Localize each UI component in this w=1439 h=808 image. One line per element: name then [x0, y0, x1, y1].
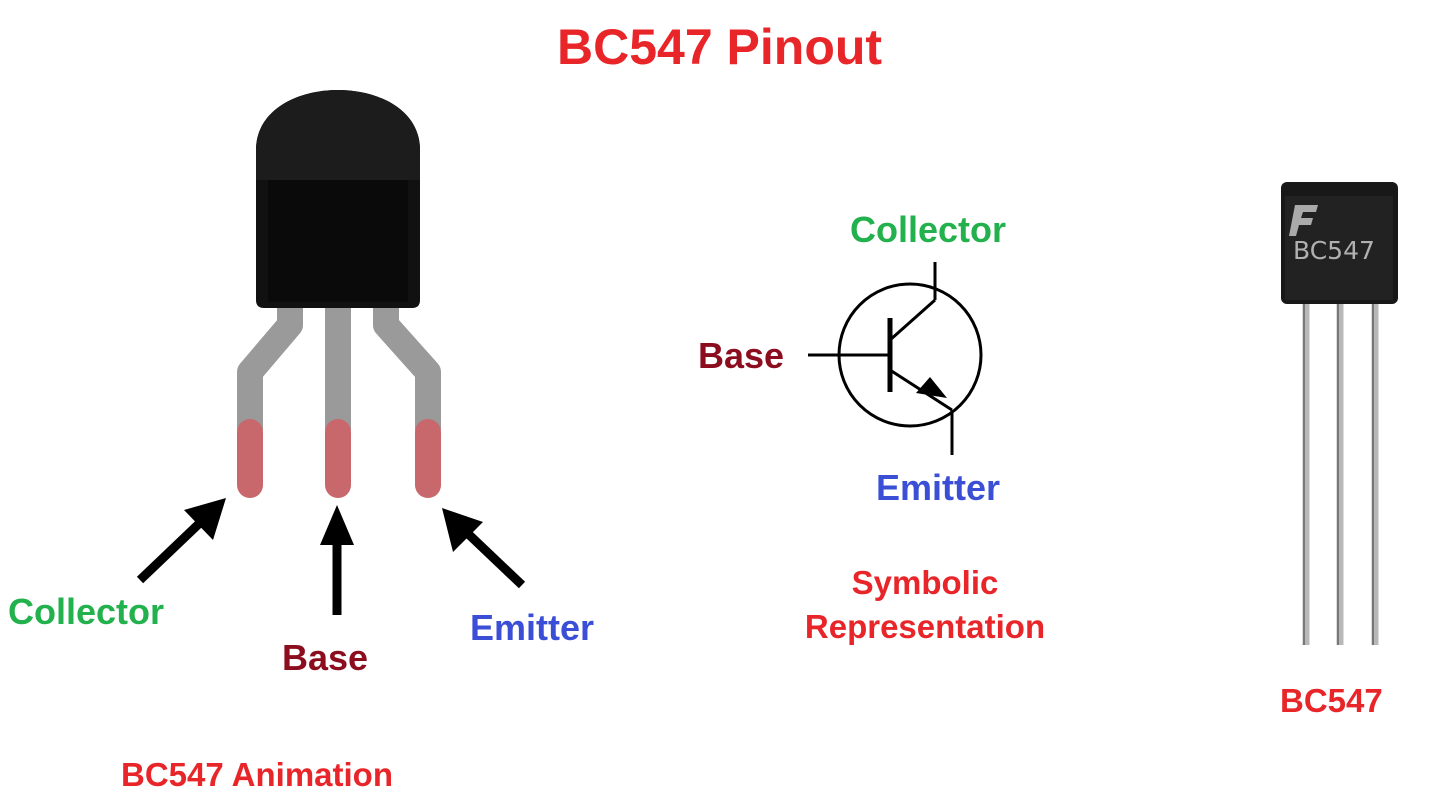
transistor-leads	[237, 305, 441, 430]
fairchild-logo-icon	[1289, 205, 1318, 236]
photo-leads-shade	[1303, 300, 1374, 645]
lead-tips	[237, 419, 441, 498]
collector-arrow	[136, 514, 209, 584]
symbol-emitter-label: Emitter	[876, 467, 1001, 508]
collector-lead	[237, 305, 303, 430]
emitter-arrow	[458, 524, 526, 589]
photo-caption: BC547	[1280, 682, 1383, 719]
animation-emitter-label: Emitter	[470, 607, 595, 648]
photo-leads	[1302, 300, 1379, 645]
page-title: BC547 Pinout	[557, 19, 883, 75]
emitter-arrowhead	[442, 508, 483, 552]
symbol-collector-diag	[889, 298, 936, 342]
transistor-symbol	[808, 262, 983, 455]
collector-arrowhead	[184, 498, 226, 540]
pointer-arrows	[136, 498, 526, 615]
animation-base-label: Base	[282, 637, 369, 678]
bc547-photo	[1281, 182, 1398, 645]
body-top-highlight	[256, 90, 420, 180]
base-arrowhead	[320, 505, 354, 545]
body-flat-face	[268, 180, 408, 302]
symbol-caption-line2: Representation	[804, 608, 1046, 645]
photo-marking: BC547	[1293, 236, 1375, 265]
symbol-collector-label: Collector	[850, 209, 1007, 250]
animation-caption: BC547 Animation	[121, 756, 393, 793]
photo-body-face	[1285, 196, 1393, 300]
symbol-emitter-arrow	[916, 377, 947, 398]
animation-collector-label: Collector	[8, 591, 165, 632]
emitter-lead	[373, 305, 441, 430]
symbol-base-label: Base	[698, 335, 785, 376]
symbol-caption-line1: Symbolic	[851, 564, 999, 601]
